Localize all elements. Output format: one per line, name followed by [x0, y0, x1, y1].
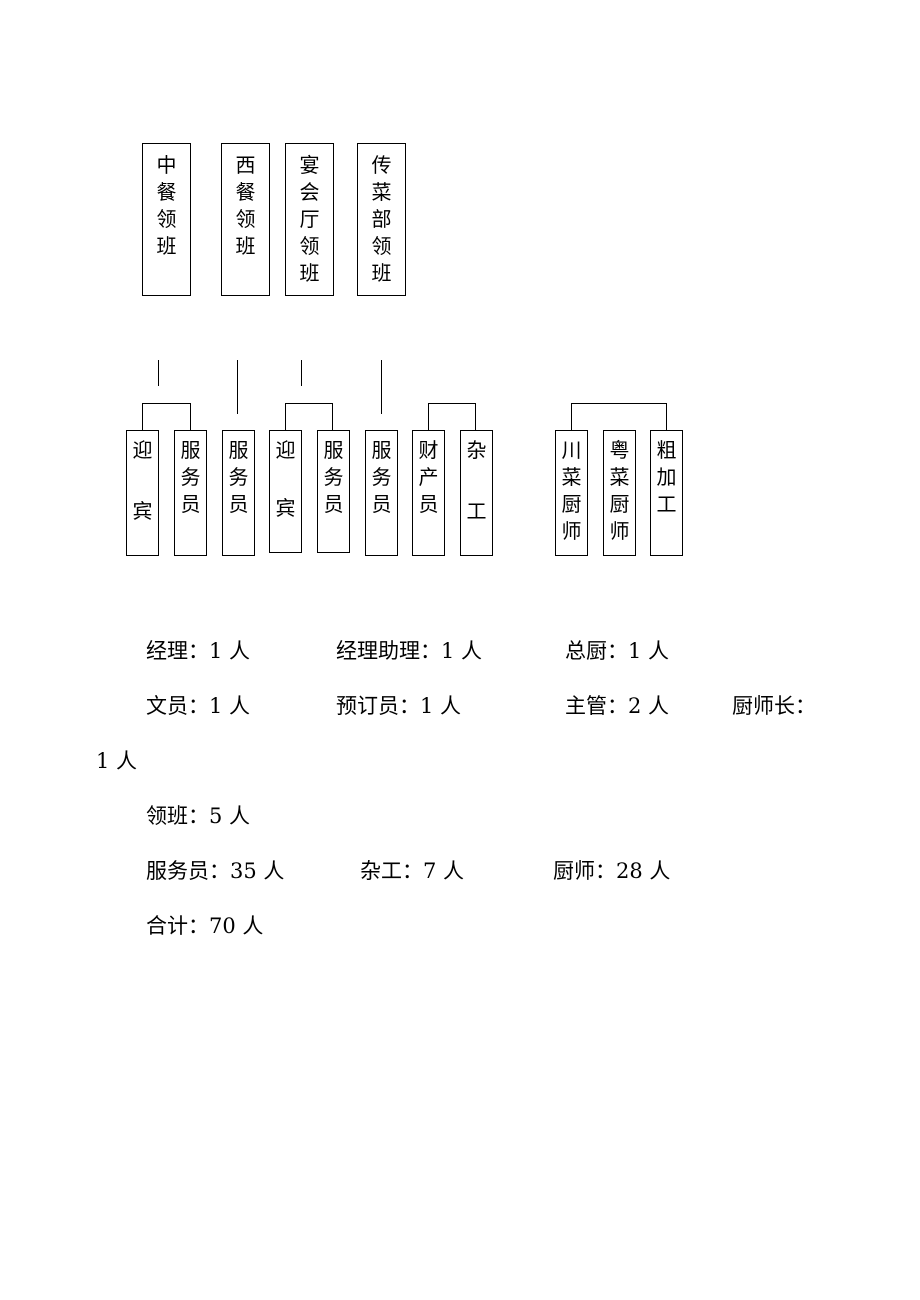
box-label-char: 服 [180, 438, 201, 462]
box-label-char: 服 [371, 438, 392, 462]
team-leader-count: 领班：5 人 [146, 804, 251, 828]
box-label-char: 领 [235, 207, 256, 231]
bracket-line [571, 403, 667, 404]
box-label-char: 菜 [371, 180, 392, 204]
box-label-char: 员 [323, 492, 344, 516]
bracket-line [428, 403, 476, 404]
chef-lead-label: 厨师长： [732, 694, 816, 718]
staff-box-sichuan-cook: 川菜厨师 [555, 430, 588, 556]
bracket-line [190, 403, 191, 430]
box-label-char: 菜 [609, 465, 630, 489]
box-label-char: 员 [418, 492, 439, 516]
box-label-char: 班 [371, 261, 392, 285]
staff-box-cantonese-cook: 粤菜厨师 [603, 430, 636, 556]
box-label-char: 宴 [299, 153, 320, 177]
box-label-char: 师 [561, 519, 582, 543]
connector-line [158, 360, 159, 386]
box-label-char: 领 [299, 234, 320, 258]
bracket-line [332, 403, 333, 430]
staff-box-waiter: 服务员 [317, 430, 350, 553]
box-label-char: 服 [228, 438, 249, 462]
box-label-char: 餐 [156, 180, 177, 204]
chef-lead-count: 1 人 [96, 749, 138, 773]
box-label-char: 部 [371, 207, 392, 231]
staff-box-waiter: 服务员 [365, 430, 398, 556]
bracket-line [142, 403, 143, 430]
box-label-char: 产 [418, 465, 439, 489]
bracket-line [285, 403, 333, 404]
box-label-char: 宾 [275, 496, 296, 520]
box-label-char: 师 [609, 519, 630, 543]
box-label-char: 工 [656, 492, 677, 516]
connector-line [301, 360, 302, 386]
box-label-char: 领 [156, 207, 177, 231]
box-label-char: 粗 [656, 438, 677, 462]
bracket-line [666, 403, 667, 430]
head-chef-count: 总厨：1 人 [565, 639, 670, 663]
clerk-count: 文员：1 人 [146, 694, 251, 718]
box-label-char: 会 [299, 180, 320, 204]
box-label-char: 川 [561, 438, 582, 462]
bracket-line [475, 403, 476, 430]
bracket-line [285, 403, 286, 430]
assistant-manager-count: 经理助理：1 人 [336, 639, 483, 663]
box-label-char: 员 [371, 492, 392, 516]
box-label-char: 杂 [466, 438, 487, 462]
box-label-char: 粤 [609, 438, 630, 462]
bracket-line [142, 403, 191, 404]
connector-line [381, 360, 382, 414]
handyman-count: 杂工：7 人 [360, 859, 465, 883]
box-label-char: 迎 [132, 438, 153, 462]
box-label-char: 厅 [299, 207, 320, 231]
supervisor-count: 主管：2 人 [565, 694, 670, 718]
box-label-char: 厨 [609, 492, 630, 516]
staff-box-greeter: 迎宾 [126, 430, 159, 556]
box-label-char: 西 [235, 153, 256, 177]
box-label-char: 班 [299, 261, 320, 285]
box-label-char: 传 [371, 153, 392, 177]
leader-box-banquet: 宴会厅领班 [285, 143, 334, 296]
box-label-char: 宾 [132, 499, 153, 523]
bracket-line [428, 403, 429, 430]
leader-box-delivery: 传菜部领班 [357, 143, 406, 296]
box-label-char: 迎 [275, 438, 296, 462]
staff-box-waiter: 服务员 [222, 430, 255, 556]
waiter-count: 服务员：35 人 [146, 859, 285, 883]
box-label-char: 员 [228, 492, 249, 516]
box-label-char: 加 [656, 465, 677, 489]
box-label-char: 厨 [561, 492, 582, 516]
box-label-char: 员 [180, 492, 201, 516]
box-label-char: 中 [156, 153, 177, 177]
manager-count: 经理：1 人 [146, 639, 251, 663]
box-label-char: 班 [235, 234, 256, 258]
bracket-line [571, 403, 572, 430]
staff-box-waiter: 服务员 [174, 430, 207, 556]
box-label-char: 务 [371, 465, 392, 489]
box-label-char: 财 [418, 438, 439, 462]
staff-box-greeter: 迎宾 [269, 430, 302, 553]
leader-box-western: 西餐领班 [221, 143, 270, 296]
box-label-char: 务 [228, 465, 249, 489]
box-label-char: 务 [323, 465, 344, 489]
total-count: 合计：70 人 [146, 914, 264, 938]
box-label-char: 班 [156, 234, 177, 258]
leader-box-chinese: 中餐领班 [142, 143, 191, 296]
box-label-char: 餐 [235, 180, 256, 204]
staff-box-handyman: 杂工 [460, 430, 493, 556]
staff-box-prep-cook: 粗加工 [650, 430, 683, 556]
box-label-char: 务 [180, 465, 201, 489]
box-label-char: 服 [323, 438, 344, 462]
staff-box-property-clerk: 财产员 [412, 430, 445, 556]
box-label-char: 工 [466, 499, 487, 523]
box-label-char: 菜 [561, 465, 582, 489]
cook-count: 厨师：28 人 [553, 859, 671, 883]
box-label-char: 领 [371, 234, 392, 258]
reservationist-count: 预订员：1 人 [336, 694, 462, 718]
connector-line [237, 360, 238, 414]
